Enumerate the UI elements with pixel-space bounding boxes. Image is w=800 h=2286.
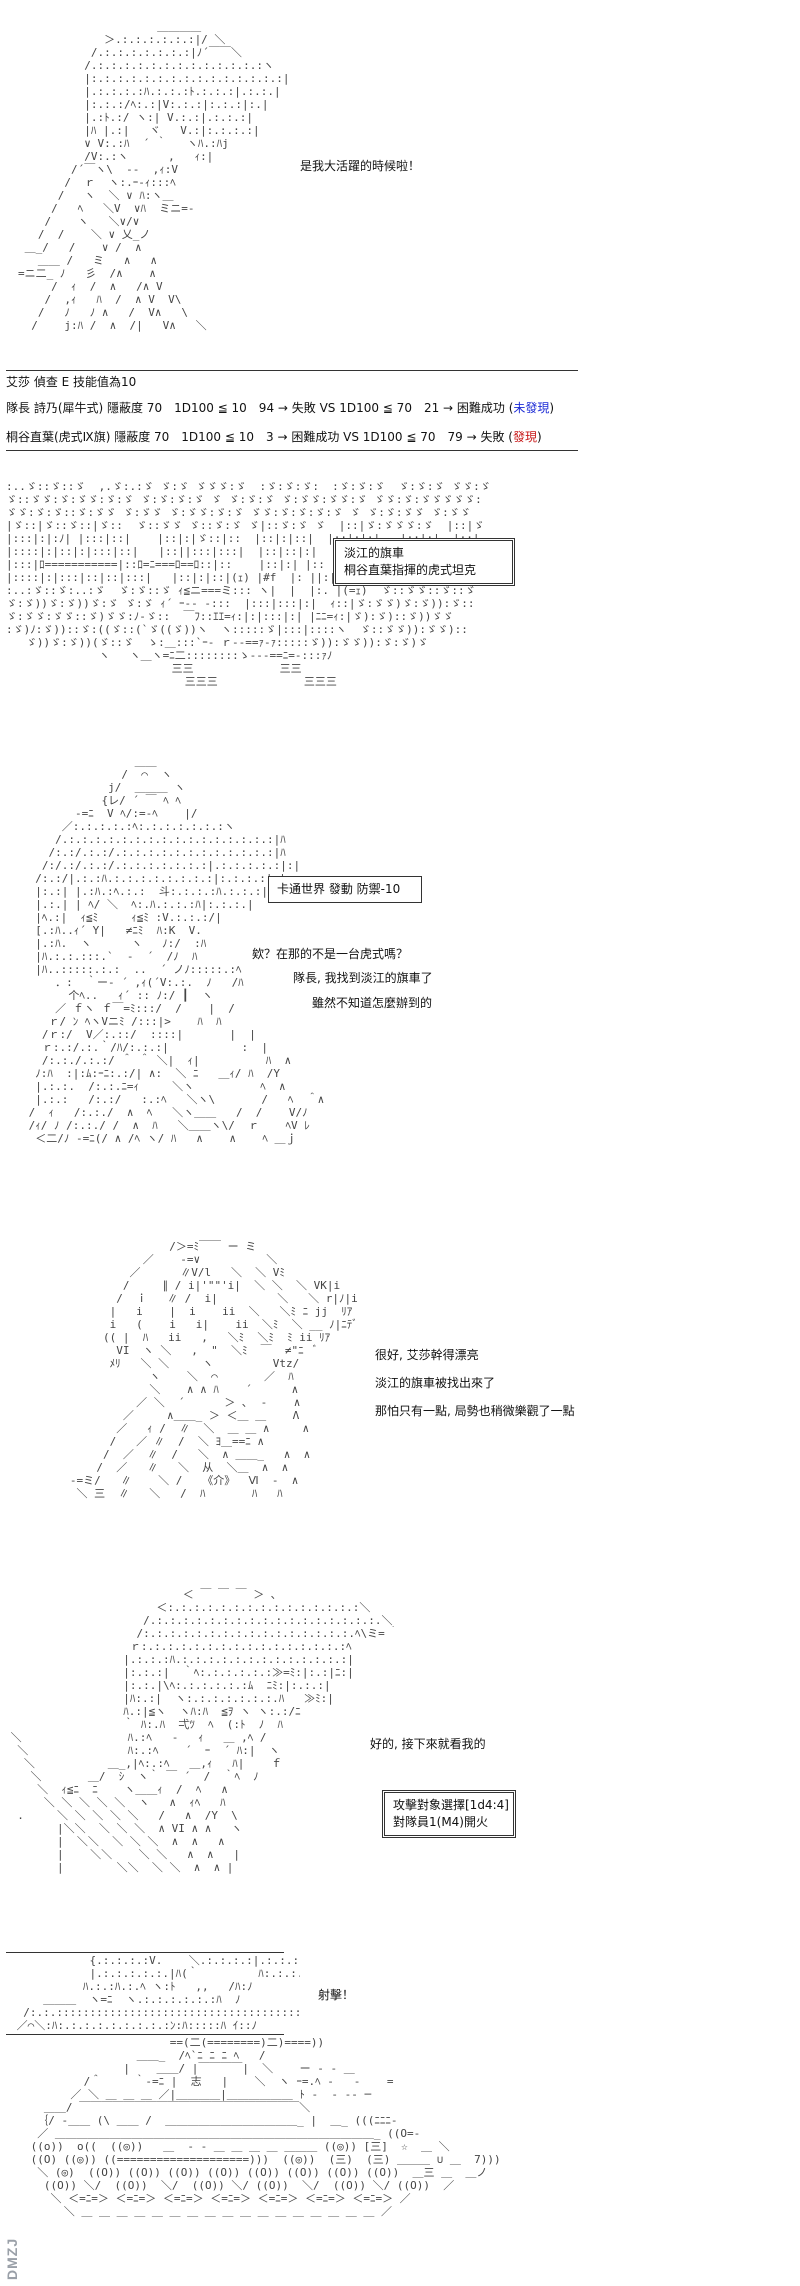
- label-line-1: 淡江的旗車: [344, 546, 405, 560]
- speech-panel3-line2: 隊長, 我找到淡江的旗車了: [293, 971, 433, 985]
- speech-panel6: 射擊！: [318, 1988, 355, 2002]
- speech-panel4-line1: 很好, 艾莎幹得漂亮: [375, 1348, 479, 1362]
- roll-outcome-suguha: 發現: [512, 430, 537, 444]
- divider-top: [6, 370, 578, 371]
- skill-box-cartoon-world: 卡通世界 發動 防禦-10: [268, 876, 422, 903]
- roll-outcome-shino: 未發現: [513, 401, 550, 415]
- ascii-art-character-gunner: ＜ ￣ ￣ ￣ ＞ ､ ＜:.:.:.:.:.:.:.:.:.:.:.:.:.:…: [10, 1588, 394, 1874]
- speech-panel3-line3: 雖然不知道怎麼辦到的: [312, 996, 433, 1010]
- roll-close-shino: ): [549, 401, 555, 415]
- target-box: 攻擊對象選擇[1d4:4] 對隊員1(M4)開火: [382, 1790, 516, 1838]
- speech-panel1: 是我大活躍的時候啦！: [300, 159, 421, 173]
- ascii-art-close-up: {.:.:.:.:V. ＼.:.:.:.:|.:.:.:.| |.:.:.:.:…: [16, 1954, 300, 2032]
- skill-box-text: 卡通世界 發動 防禦-10: [277, 882, 401, 896]
- roll-close-suguha: ): [536, 430, 542, 444]
- ascii-art-character-1: ＿＿＿＿ ＞.:.:.:.:.:.:|/ ＼ /.:.:.:.:.:.:.:|ﾉ…: [18, 20, 290, 332]
- ascii-art-character-commander: /＞=ﾐ￣￣ ー ミ ／ ‐=∨ ＼ ／ ∥V/l ＼ ＼ Vﾐ / ∥ / i…: [69, 1240, 358, 1500]
- ascii-art-tank-firing: ==(二(========)二)====)) ＿＿_ /ﾍ`ﾆ ﾆ ﾆ ﾍ / …: [30, 2036, 501, 2218]
- site-watermark-logo: DMZJ: [4, 2237, 20, 2280]
- roll-line-suguha: 桐谷直葉(虎式Ⅸ旗) 隱蔽度 70 1D100 ≦ 10 3 → 困難成功 VS…: [6, 429, 542, 445]
- divider-bottom: [6, 450, 578, 451]
- speech-panel5: 好的, 接下來就看我的: [370, 1737, 486, 1751]
- speech-panel4-line3: 那怕只有一點, 局勢也稍微樂觀了一點: [375, 1404, 575, 1418]
- target-box-line-1: 攻擊對象選擇[1d4:4]: [393, 1798, 509, 1812]
- roll-line-shino-text: 隊長 詩乃(犀牛式) 隱蔽度 70 1D100 ≦ 10 94 → 失敗 VS …: [6, 401, 514, 415]
- target-box-line-2: 對隊員1(M4)開火: [393, 1815, 488, 1829]
- label-line-2: 桐谷直葉指揮的虎式坦克: [344, 563, 477, 577]
- check-title: 艾莎 偵查 E 技能值為10: [6, 375, 137, 389]
- divider-fire-top: [6, 1952, 284, 1953]
- roll-line-suguha-text: 桐谷直葉(虎式Ⅸ旗) 隱蔽度 70 1D100 ≦ 10 3 → 困難成功 VS…: [6, 430, 513, 444]
- speech-panel3-line1: 欸？在那的不是一台虎式嗎？: [252, 947, 409, 961]
- label-box-tank: 淡江的旗車 桐谷直葉指揮的虎式坦克: [333, 538, 515, 586]
- speech-panel4-line2: 淡江的旗車被找出來了: [375, 1376, 496, 1390]
- divider-fire-bottom: [6, 2034, 284, 2035]
- ascii-art-forest-tank: :..ゞ::ゞ::ゞ ,.ゞ:.:ゞ ゞ:ゞ ゞゞゞ:ゞ :ゞ:ゞ:ゞ: :ゞ:…: [6, 480, 491, 688]
- ascii-art-character-elsa: ＿＿ / ⌒ ヽ j/ ＿＿＿ ヽ {レ/ ´ ￣ ﾍ ﾍ ‐=ﾆ V ﾍ/:=…: [28, 755, 325, 1145]
- roll-line-shino: 隊長 詩乃(犀牛式) 隱蔽度 70 1D100 ≦ 10 94 → 失敗 VS …: [6, 400, 554, 416]
